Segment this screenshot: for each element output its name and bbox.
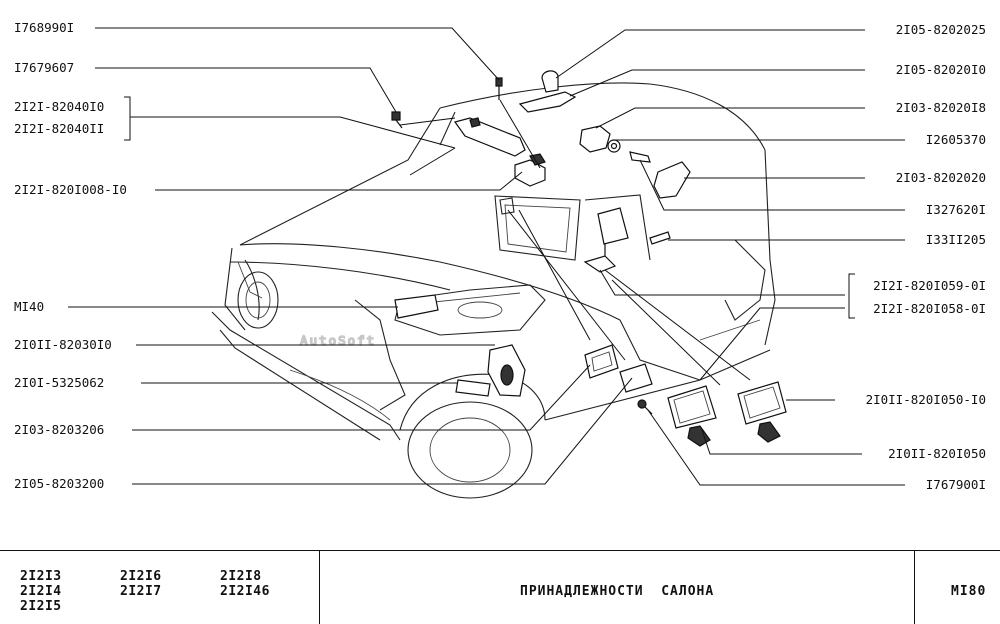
- leader-lines: [68, 27, 905, 486]
- model-code: 2I2I46: [220, 584, 270, 599]
- emblem-part: [455, 379, 491, 397]
- mirror-housing-part: [653, 161, 691, 199]
- bracket-part: [518, 91, 577, 113]
- part-number-label: 2I03-8203206: [14, 422, 104, 437]
- watermark: AutoSoft: [300, 333, 376, 348]
- mount-plate-part: [583, 255, 617, 273]
- part-number-label: I327620I: [926, 202, 986, 217]
- screw-part: [391, 111, 401, 121]
- part-number-label: 2I0I-5325062: [14, 375, 104, 390]
- sheet-code-cell: MI80: [915, 551, 1000, 624]
- part-number-label: 2I0II-820I050: [888, 446, 986, 461]
- part-number-label: 2I2I-820I008-I0: [14, 182, 127, 197]
- part-number-label: 2I2I-82040I0: [14, 99, 104, 114]
- part-number-label: 2I05-82020I0: [896, 62, 986, 77]
- part-number-label: 2I05-8202025: [896, 22, 986, 37]
- part-number-label: 2I0II-82030I0: [14, 337, 112, 352]
- model-code: 2I2I7: [120, 584, 162, 599]
- bracket-right: [848, 273, 855, 319]
- part-number-label: 2I2I-820I059-0I: [873, 278, 986, 293]
- sheet-title: ПРИНАДЛЕЖНОСТИ САЛОНА: [520, 584, 715, 599]
- vehicle-outline: [211, 82, 776, 499]
- part-number-label: 2I03-82020I8: [896, 100, 986, 115]
- model-code: 2I2I6: [120, 569, 162, 584]
- exterior-mirror-right-part: [737, 381, 787, 443]
- part-number-label: I768990I: [14, 20, 74, 35]
- part-number-label: I2605370: [926, 132, 986, 147]
- parts-diagram: AutoSoft: [14, 20, 986, 499]
- part-number-label: 2I05-8203200: [14, 476, 104, 491]
- clip-part: [541, 70, 559, 93]
- interior-mirror-part: [597, 207, 629, 245]
- part-number-label: I7679607: [14, 60, 74, 75]
- right-labels: 2I05-8202025 2I05-82020I0 2I03-82020I8 I…: [866, 22, 986, 492]
- bracket-left: [124, 96, 131, 141]
- model-list: 2I2I3 2I2I4 2I2I5 2I2I6 2I2I7 2I2I8 2I2I…: [0, 551, 320, 624]
- part-number-label: 2I2I-82040II: [14, 121, 104, 136]
- part-number-label: I33II205: [926, 232, 986, 247]
- part-drawings: [391, 70, 787, 447]
- sheet-title-cell: ПРИНАДЛЕЖНОСТИ САЛОНА: [320, 551, 915, 624]
- part-number-label: MI40: [14, 299, 44, 314]
- sun-visor-part: [454, 117, 526, 157]
- left-labels: I768990I I7679607 2I2I-82040I0 2I2I-8204…: [14, 20, 127, 491]
- sheet-code: MI80: [951, 584, 987, 599]
- title-block: 2I2I3 2I2I4 2I2I5 2I2I6 2I2I7 2I2I8 2I2I…: [0, 550, 1000, 624]
- lamp-lens-part: [619, 363, 653, 393]
- exterior-mirror-left-part: [667, 385, 717, 447]
- screw-part: [495, 77, 503, 87]
- model-code: 2I2I8: [220, 569, 262, 584]
- glovebox-part: [394, 294, 439, 319]
- model-code: 2I2I5: [20, 599, 62, 614]
- part-number-label: 2I0II-820I050-I0: [866, 392, 986, 407]
- dome-lamp-part: [584, 344, 619, 379]
- model-code: 2I2I3: [20, 569, 62, 584]
- model-code: 2I2I4: [20, 584, 62, 599]
- part-number-label: 2I03-8202020: [896, 170, 986, 185]
- part-number-label: I767900I: [926, 477, 986, 492]
- part-number-label: 2I2I-820I058-0I: [873, 301, 986, 316]
- mirror-base-part: [579, 125, 611, 153]
